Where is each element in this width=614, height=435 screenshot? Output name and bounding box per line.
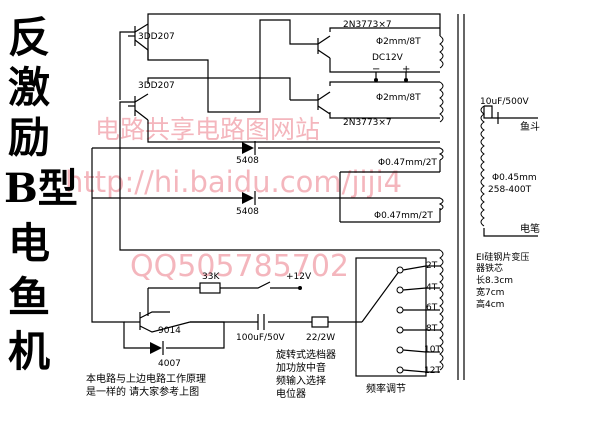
core-spec-line2: 器铁芯: [476, 262, 503, 274]
transformer-core: [457, 14, 465, 380]
title-char-1: 反: [8, 13, 50, 62]
label-q2: 3DD207: [138, 81, 175, 91]
note-line-1: 本电路与上边电路工作原理: [86, 372, 206, 385]
label-secondary-wire: Φ0.45mm: [492, 173, 537, 183]
tap-label-8t: 8T: [426, 324, 438, 334]
label-winding-4: Φ0.47mm/2T: [374, 211, 433, 221]
label-d3: 4007: [158, 359, 181, 369]
selector-note-4: 电位器: [276, 387, 306, 400]
label-pen: 电笔: [520, 222, 540, 235]
dc-terminal-minus: [374, 78, 378, 82]
note-line-2: 是一样的 请大家参考上图: [86, 385, 199, 398]
diode-d3: [150, 341, 164, 355]
title-char-7: 机: [8, 327, 50, 376]
title-char-2: 激: [8, 63, 50, 112]
transistor-q2: [128, 93, 149, 121]
selector-note-3: 频输入选择: [276, 374, 326, 387]
transistor-q5: [139, 311, 191, 333]
tap-label-10t: 10T: [424, 345, 441, 355]
tap-label-2t: 2T: [426, 261, 438, 271]
watermark-url: http://hi.baidu.com/jiji4: [65, 165, 402, 199]
title-char-6: 鱼: [8, 273, 50, 322]
selector-note-2: 加功放中音: [276, 361, 326, 374]
label-r1: 33K: [202, 272, 220, 282]
output-capacitor: [484, 105, 499, 124]
watermark: 电路共享电路图网站 http://hi.baidu.com/jiji4 QQ50…: [65, 115, 402, 284]
terminal-12v: [298, 286, 302, 290]
tap-label-6t: 6T: [426, 303, 438, 313]
watermark-site-name: 电路共享电路图网站: [95, 115, 320, 144]
label-winding-3: Φ0.47mm/2T: [378, 158, 437, 168]
watermark-qq: QQ505785702: [130, 249, 349, 284]
diode-d2: [242, 191, 256, 205]
transformer-secondary: [480, 105, 485, 227]
label-dc12v: DC12V: [372, 53, 404, 63]
resistor-22ohm: [311, 316, 329, 328]
diode-d1: [242, 141, 256, 155]
label-secondary-turns: 258-400T: [488, 185, 532, 195]
title-char-5: 电: [8, 219, 50, 268]
tap-label-12t: 12T: [424, 366, 441, 376]
transistor-q3: [317, 35, 331, 59]
tap-label-4t: 4T: [426, 283, 438, 293]
label-minus: −: [372, 64, 380, 75]
dc-terminal-plus: [404, 78, 408, 82]
label-q1: 3DD207: [138, 32, 175, 42]
label-q5: 9014: [158, 326, 181, 336]
title: 反 激 励 B型 电 鱼 机: [4, 13, 78, 376]
title-char-3: 励: [8, 113, 50, 162]
core-spec-line4: 宽7cm: [476, 286, 504, 298]
transistor-q4: [317, 91, 331, 115]
label-winding-2: Φ2mm/8T: [376, 93, 421, 103]
core-spec-line5: 高4cm: [476, 298, 504, 310]
label-cap: 100uF/50V: [236, 333, 286, 343]
label-r2: 22/2W: [306, 333, 335, 343]
title-char-4: B型: [4, 165, 78, 212]
resistor-33k: [199, 282, 221, 294]
label-12v: +12V: [286, 272, 312, 282]
label-winding-1: Φ2mm/8T: [376, 37, 421, 47]
label-q4: 2N3773×7: [343, 118, 392, 128]
transformer-primary: [438, 35, 444, 371]
selector-taps: [396, 265, 427, 374]
transistor-q1: [128, 23, 149, 51]
label-plus: +: [402, 64, 410, 75]
label-out-cap: 10uF/500V: [480, 97, 530, 107]
label-d2: 5408: [236, 207, 259, 217]
label-q3: 2N3773×7: [343, 20, 392, 30]
label-fish-pole: 鱼斗: [520, 120, 540, 133]
core-spec-line3: 长8.3cm: [476, 274, 513, 286]
capacitor-100uf: [257, 314, 265, 330]
label-freq-adjust: 频率调节: [366, 382, 406, 395]
core-spec-line1: EI硅钢片变压: [476, 251, 529, 263]
selector-note-1: 旋转式选档器: [276, 348, 336, 361]
label-d1: 5408: [236, 156, 259, 166]
